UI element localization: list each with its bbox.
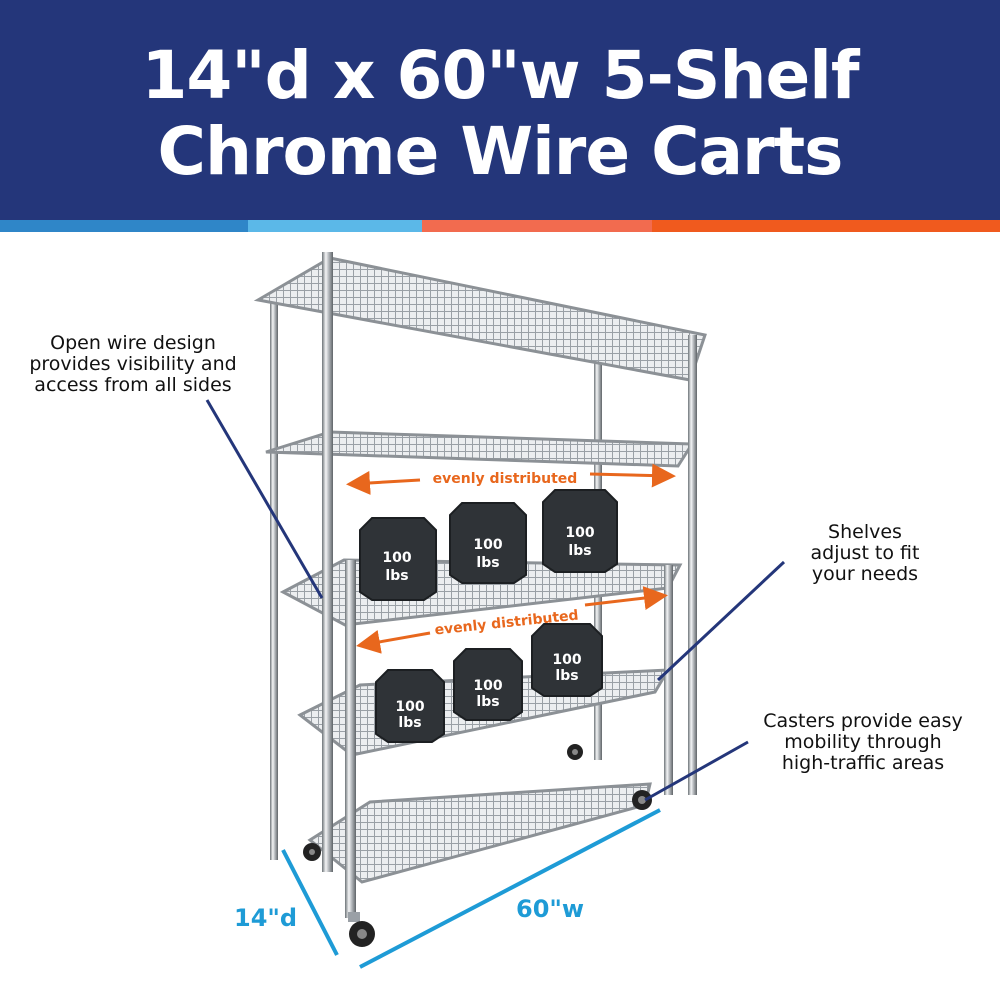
- front-post-left: [345, 560, 356, 918]
- weight-block-lower-3: 100 lbs: [531, 623, 603, 697]
- pointer-line-shelves: [656, 560, 786, 682]
- accent-stripe-3: [422, 220, 652, 232]
- svg-text:lbs: lbs: [398, 715, 421, 731]
- svg-text:lbs: lbs: [555, 668, 578, 684]
- svg-text:lbs: lbs: [476, 555, 499, 571]
- pointer-line-wire-design: [205, 399, 324, 599]
- width-dimension-line: [359, 808, 661, 969]
- callout-casters-line: Casters provide easy: [763, 710, 963, 732]
- front-post-right-lower: [664, 565, 673, 795]
- page-title: 14"d x 60"w 5-Shelf Chrome Wire Carts: [0, 38, 1000, 190]
- caster-wheel-back-left: [303, 843, 321, 861]
- pointer-line-casters: [644, 740, 749, 802]
- distribution-arrow-upper-right: [589, 463, 676, 488]
- callout-casters: Casters provide easy mobility through hi…: [738, 711, 988, 774]
- back-post-left: [270, 300, 278, 860]
- caster-wheel-back-right: [567, 744, 583, 760]
- width-dimension-label: 60"w: [516, 895, 585, 923]
- distribution-arrow-lower-right: [584, 586, 668, 611]
- svg-text:lbs: lbs: [568, 543, 591, 559]
- svg-text:100: 100: [382, 550, 411, 566]
- svg-text:100: 100: [565, 525, 594, 541]
- callout-wire-design-line: access from all sides: [34, 374, 232, 396]
- callout-wire-design: Open wire design provides visibility and…: [8, 333, 258, 396]
- callout-shelves-line: your needs: [811, 563, 919, 585]
- callout-wire-design-line: Open wire design: [50, 332, 216, 354]
- weight-block-upper-2: 100 lbs: [449, 502, 527, 584]
- caster-wheel-front-left: [348, 912, 375, 947]
- front-post-right: [688, 335, 697, 795]
- accent-stripe-2: [248, 220, 422, 232]
- depth-dimension-label: 14"d: [234, 904, 298, 932]
- callout-wire-design-line: provides visibility and: [29, 353, 237, 375]
- svg-text:lbs: lbs: [476, 694, 499, 710]
- svg-text:100: 100: [473, 537, 502, 553]
- callout-casters-line: mobility through: [784, 731, 942, 753]
- svg-text:lbs: lbs: [385, 568, 408, 584]
- accent-stripe-1: [0, 220, 248, 232]
- callout-shelves-line: Shelves: [828, 521, 902, 543]
- distribution-arrow-upper-left: [346, 470, 421, 495]
- callout-casters-line: high-traffic areas: [781, 752, 945, 774]
- distribution-arrow-lower-left: [356, 630, 431, 654]
- svg-text:100: 100: [473, 678, 502, 694]
- evenly-distributed-label-upper: evenly distributed: [433, 471, 578, 487]
- front-post-left-rear: [322, 252, 333, 872]
- weight-block-upper-1: 100 lbs: [359, 517, 437, 601]
- caster-wheel-front-right: [632, 790, 652, 810]
- header-banner: 14"d x 60"w 5-Shelf Chrome Wire Carts: [0, 0, 1000, 220]
- callout-shelves-line: adjust to fit: [810, 542, 920, 564]
- depth-dimension-line: [281, 849, 339, 956]
- title-line-2: Chrome Wire Carts: [157, 113, 844, 190]
- title-line-1: 14"d x 60"w 5-Shelf: [141, 37, 859, 114]
- weight-block-upper-3: 100 lbs: [542, 489, 618, 573]
- shelf-top: [253, 256, 707, 382]
- accent-stripe-4: [652, 220, 1000, 232]
- svg-text:100: 100: [395, 699, 424, 715]
- shelf-bottom: [307, 782, 652, 884]
- weight-block-lower-2: 100 lbs: [453, 648, 523, 721]
- svg-text:100: 100: [552, 652, 581, 668]
- callout-shelves-adjust: Shelves adjust to fit your needs: [770, 522, 960, 585]
- weight-block-lower-1: 100 lbs: [375, 669, 445, 743]
